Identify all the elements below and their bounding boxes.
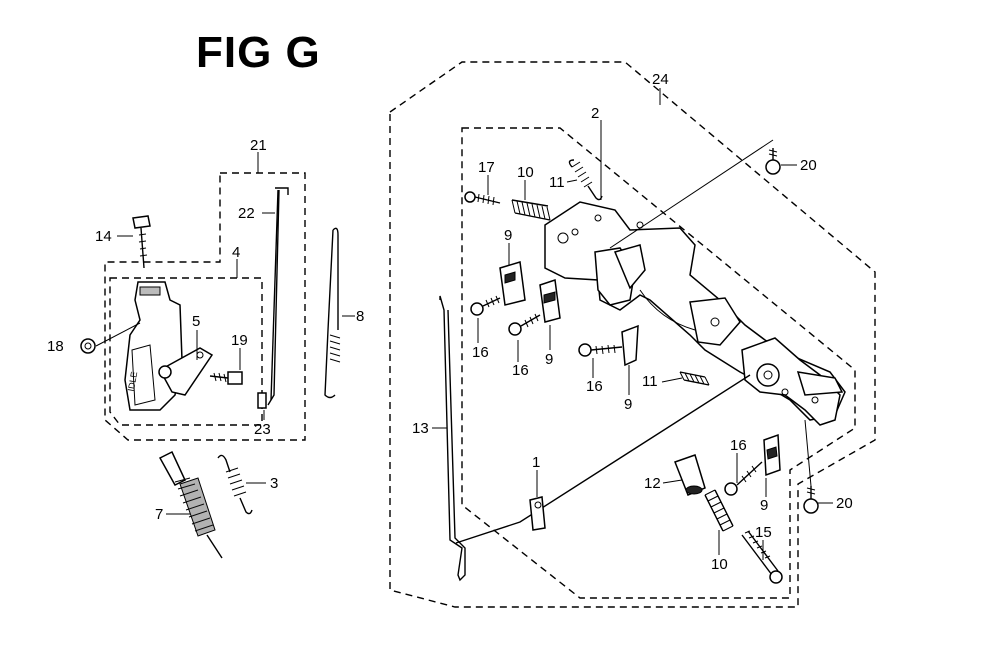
bolt-20-upper [765,148,781,175]
callout-1: 1 [532,454,540,471]
governor-arm [741,337,844,426]
screw-14 [132,215,151,269]
callout-7: 7 [155,506,163,523]
spring-11-lower [679,371,710,386]
spring-10-upper [511,199,551,221]
spring-10-lower [704,489,734,532]
clip-23 [257,392,267,409]
callout-16-a: 16 [472,344,489,361]
callout-16-d: 16 [730,437,747,454]
callout-24: 24 [652,71,669,88]
bolt-19 [209,371,243,385]
screw-16-b [508,313,541,336]
callout-11-upper: 11 [549,174,565,191]
spring-7 [158,450,223,559]
callout-9-c: 9 [624,396,632,413]
lever-arm [158,347,214,396]
assembly-24-outline [389,61,876,608]
bolt-20-lower [803,486,819,514]
callout-16-b: 16 [512,362,529,379]
callout-17: 17 [478,159,495,176]
spring-11-upper [568,159,603,201]
cap-12 [674,454,706,496]
rod-13 [439,295,751,582]
clip-9-a [499,261,526,306]
callout-3: 3 [270,475,278,492]
callout-16-c: 16 [586,378,603,395]
rod-22 [267,187,289,406]
callout-4: 4 [232,244,240,261]
callout-13: 13 [412,420,429,437]
screw-16-a [470,295,501,316]
screw-17 [464,191,501,206]
callout-10-lower: 10 [711,556,728,573]
callout-12: 12 [644,475,661,492]
callout-15: 15 [755,524,772,541]
nut-18 [80,338,96,354]
callout-8: 8 [356,308,364,325]
connector-1 [529,496,546,531]
callout-9-d: 9 [760,497,768,514]
callout-5: 5 [192,313,200,330]
callout-22: 22 [238,205,255,222]
clip-9-d [763,433,781,477]
callout-2: 2 [591,105,599,122]
svg-text:IDLE: IDLE [126,371,139,392]
clip-9-b [539,279,561,323]
spring-3 [217,454,253,515]
callout-9-b: 9 [545,351,553,368]
callout-23: 23 [254,421,271,438]
callout-18: 18 [47,338,64,355]
callout-20-lower: 20 [836,495,853,512]
callout-21: 21 [250,137,267,154]
figure-title: FIG G [196,28,321,77]
assembly-2-outline [461,127,856,599]
callout-14: 14 [95,228,112,245]
callout-20-upper: 20 [800,157,817,174]
spring-8 [324,227,341,399]
leader-lines [95,88,833,560]
screw-16-d [724,461,763,496]
clip-9-c [621,324,639,367]
assembly-21-outline [104,172,306,441]
callout-10-upper: 10 [517,164,534,181]
screw-16-c [578,343,623,357]
callout-19: 19 [231,332,248,349]
callout-9-a: 9 [504,227,512,244]
callout-11-lower: 11 [642,373,658,390]
